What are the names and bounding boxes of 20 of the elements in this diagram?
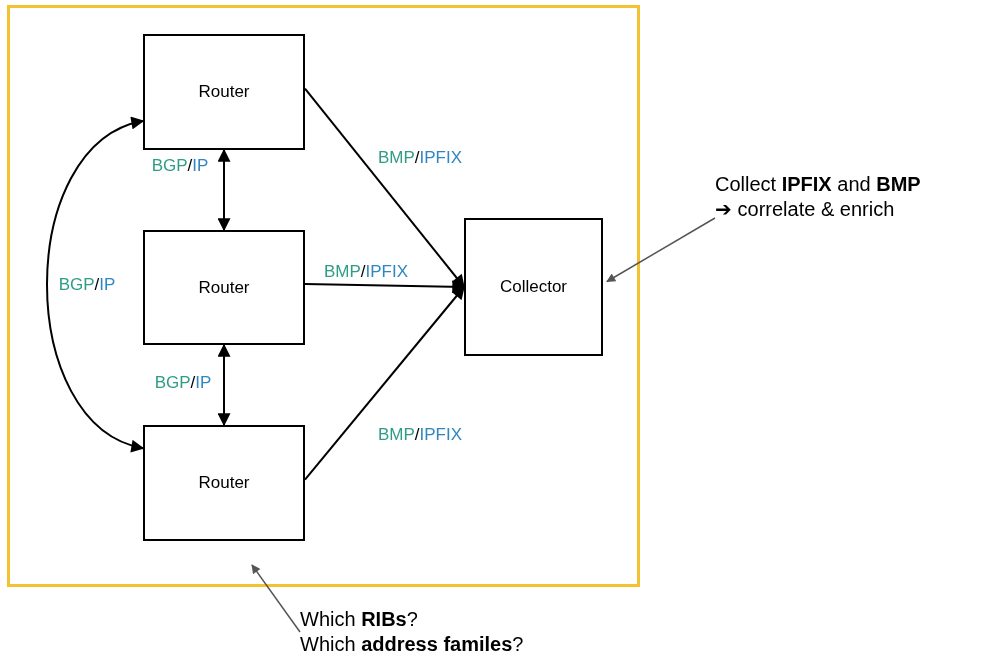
- node-label: Collector: [499, 276, 568, 299]
- device-box: [464, 218, 603, 356]
- network-frame: [7, 5, 640, 587]
- node-label: Router: [198, 276, 250, 299]
- leader-line: [606, 217, 716, 283]
- arrow: [217, 148, 231, 232]
- node-label: Router: [198, 472, 250, 495]
- callout-text: Which address familes?: [300, 632, 525, 657]
- callout-text: Collect IPFIX and BMP: [715, 172, 922, 197]
- device-box: [143, 34, 305, 150]
- device-box: [143, 425, 305, 541]
- callout-text: Which RIBs?: [300, 607, 419, 632]
- arrow: [304, 87, 465, 288]
- callout-text: ➔ correlate & enrich: [715, 197, 896, 222]
- leader-line: [251, 564, 301, 633]
- arrow: [46, 118, 145, 451]
- device-box: [143, 230, 305, 345]
- arrow: [217, 343, 231, 427]
- node-label: Router: [198, 81, 250, 104]
- arrow: [304, 286, 465, 481]
